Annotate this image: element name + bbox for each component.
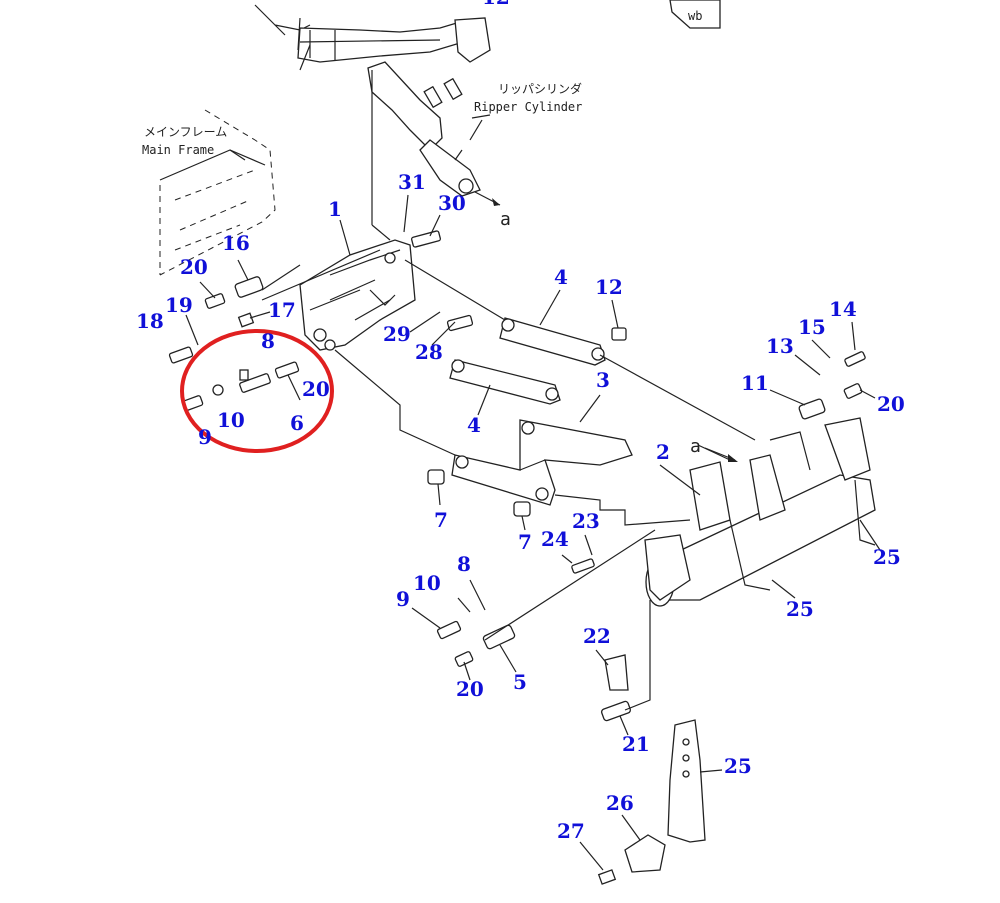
part-label: 29	[383, 322, 411, 346]
part-label: 4	[554, 265, 568, 289]
part-label: 23	[572, 509, 600, 533]
ripper-cylinder-en: Ripper Cylinder	[474, 100, 582, 114]
link-part-3	[451, 419, 633, 506]
fasteners	[168, 230, 866, 722]
part-label: 6	[290, 411, 304, 435]
part-label: 20	[180, 255, 208, 279]
tip-part-26	[597, 834, 666, 885]
part-label: 27	[557, 819, 585, 843]
arrow-a-right: a	[690, 436, 738, 462]
part-label: 15	[798, 315, 826, 339]
part-label: 25	[786, 597, 814, 621]
part-label: 7	[434, 508, 448, 532]
part-label: 10	[217, 408, 245, 432]
part-label: 14	[829, 297, 857, 321]
part-label: 3	[596, 368, 610, 392]
part-label: 12	[595, 275, 623, 299]
part-label: 20	[456, 677, 484, 701]
link-part-4-lower	[449, 359, 561, 405]
ripper-cylinder-callout: リッパシリンダ Ripper Cylinder	[474, 81, 582, 114]
part-label: 30	[438, 191, 466, 215]
link-part-4-upper	[499, 317, 606, 366]
part-label: 22	[583, 624, 611, 648]
arrow-a-top: a	[500, 209, 511, 230]
main-frame-jp: メインフレーム	[144, 125, 227, 139]
part-label: 5	[513, 670, 527, 694]
part-label: 10	[413, 571, 441, 595]
leader-lines	[185, 194, 881, 871]
corner-tag: wb	[669, 0, 721, 29]
part-label: 7	[518, 530, 532, 554]
part-label: 25	[873, 545, 901, 569]
part-label: 24	[541, 527, 569, 551]
part-label: 9	[396, 587, 410, 611]
part-label: 28	[415, 340, 443, 364]
arrow-a-right-text: a	[690, 436, 701, 457]
part-label: 25	[724, 754, 752, 778]
beam-part-2	[644, 417, 876, 607]
ripper-cylinder-drawing	[254, 4, 501, 241]
part-label: 20	[877, 392, 905, 416]
part-label: 12	[482, 0, 510, 9]
highlight-circle	[180, 329, 334, 453]
part-label: 9	[198, 425, 212, 449]
arrow-a-top-text: a	[500, 209, 511, 230]
part-label: 17	[268, 298, 296, 322]
part-label: 8	[457, 552, 471, 576]
bracket-part-1	[299, 239, 416, 351]
corner-tag-text: wb	[688, 9, 702, 23]
assembly-lines	[261, 259, 756, 711]
part-label: 2	[656, 440, 670, 464]
shank-part-25	[667, 719, 706, 843]
part-label: 18	[136, 309, 164, 333]
part-label: 1	[328, 197, 342, 221]
part-label: 31	[398, 170, 426, 194]
part-number-labels: 12 1 31 30 16 20 19 18 17 8 20 10 6 9 29…	[136, 0, 905, 843]
part-label: 8	[261, 329, 275, 353]
main-frame-en: Main Frame	[142, 143, 214, 157]
part-label: 26	[606, 791, 634, 815]
part-label: 19	[165, 293, 193, 317]
main-frame-drawing	[159, 109, 276, 276]
part-label: 21	[622, 732, 650, 756]
part-label: 20	[302, 377, 330, 401]
part-label: 4	[467, 413, 481, 437]
main-frame-callout: メインフレーム Main Frame	[142, 125, 227, 157]
part-label: 16	[222, 231, 250, 255]
part-label: 11	[741, 371, 769, 395]
ripper-cylinder-jp: リッパシリンダ	[498, 81, 582, 96]
part-label: 13	[766, 334, 794, 358]
